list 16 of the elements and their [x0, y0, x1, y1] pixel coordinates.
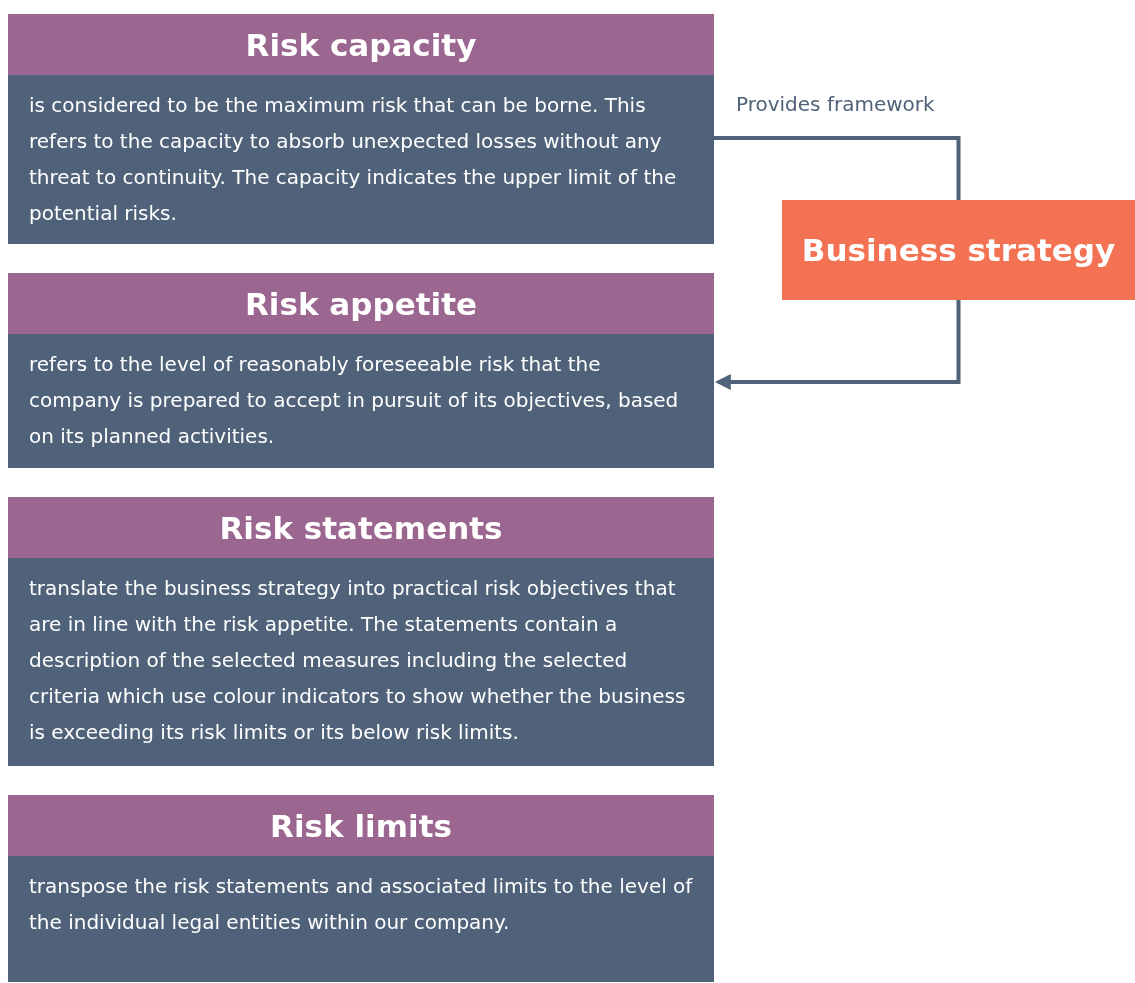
- info-card: [8, 497, 714, 766]
- card-text: translate the business strategy into practical risk objectives that are in line with the risk appetite. The statements contain a description of the selected measures including the selected criteria which use colour indicators to show whether the business is exceeding its risk limits or its below risk limits.: [28, 575, 687, 746]
- card-text: is considered to be the maximum risk that can be borne. This refers to the capacity to absorb unexpected losses without any threat to continuity. The capacity indicates the upper limit of the potential risks.: [28, 92, 678, 227]
- strategy-box: [782, 200, 1135, 300]
- card-text: transpose the risk statements and associated limits to the level of the individual legal entities within our company.: [28, 873, 694, 936]
- arrow: [714, 300, 961, 390]
- connector-line: [714, 136, 961, 200]
- card-heading: Risk appetite: [8, 273, 714, 334]
- box-label: Business strategy: [801, 232, 1116, 268]
- info-card: [8, 795, 714, 982]
- card-heading: Risk capacity: [8, 14, 714, 75]
- info-card: [8, 273, 714, 468]
- card-heading: Risk statements: [8, 497, 714, 558]
- card-text: refers to the level of reasonably foreseeable risk that the company is prepared to accept in pursuit of its objectives, based on its planned activities.: [28, 351, 680, 450]
- info-card: [8, 14, 714, 244]
- card-heading: Risk limits: [8, 795, 714, 856]
